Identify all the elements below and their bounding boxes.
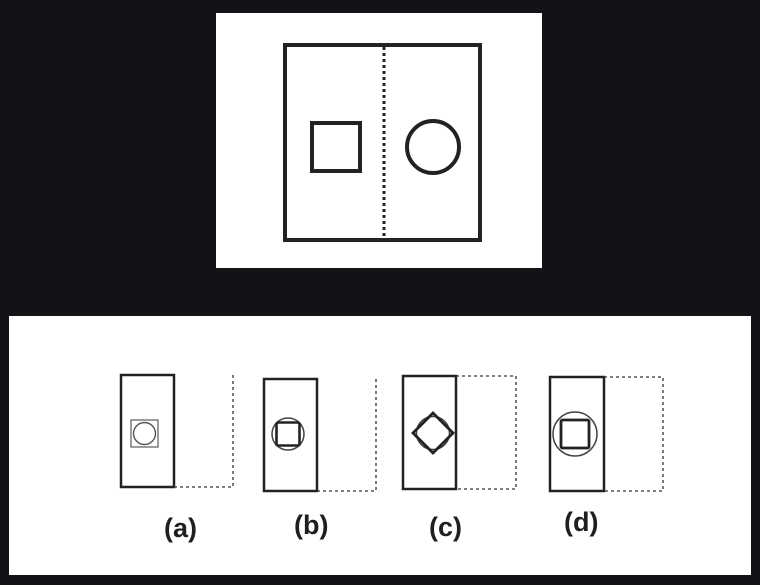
option-a-figure[interactable] <box>119 373 234 489</box>
option-b-fold-outline <box>317 379 377 492</box>
option-d-circle <box>552 411 598 457</box>
answer-options-panel: (a) (b) (c) (d) <box>9 316 751 575</box>
option-a-fold-outline <box>174 375 234 488</box>
option-c-label[interactable]: (c) <box>429 512 462 542</box>
option-d-label[interactable]: (d) <box>564 507 599 537</box>
option-b-circle <box>271 417 305 451</box>
option-d-folded-paper <box>548 375 606 493</box>
option-b-figure[interactable] <box>262 377 377 493</box>
option-b-label[interactable]: (b) <box>294 510 329 540</box>
option-c-figure[interactable] <box>401 374 517 491</box>
option-a-label[interactable]: (a) <box>164 513 197 543</box>
option-a-circle <box>132 421 157 446</box>
option-c-diamond <box>411 411 455 455</box>
option-a-folded-paper <box>119 373 176 489</box>
option-b-square <box>275 421 301 447</box>
option-b-folded-paper <box>262 377 319 493</box>
question-figure-panel <box>216 13 542 268</box>
option-d-square <box>559 418 591 450</box>
option-c-folded-paper <box>401 374 458 491</box>
question-figure <box>283 43 482 242</box>
option-c-circle <box>415 415 451 451</box>
option-d-figure[interactable] <box>548 375 664 493</box>
option-a-square <box>130 419 159 448</box>
circle-shape <box>405 119 461 175</box>
answer-options-figure <box>119 373 664 493</box>
option-d-fold-outline <box>604 376 664 492</box>
option-c-fold-outline <box>456 375 517 490</box>
paper-outline <box>283 43 482 242</box>
square-shape <box>310 121 362 173</box>
